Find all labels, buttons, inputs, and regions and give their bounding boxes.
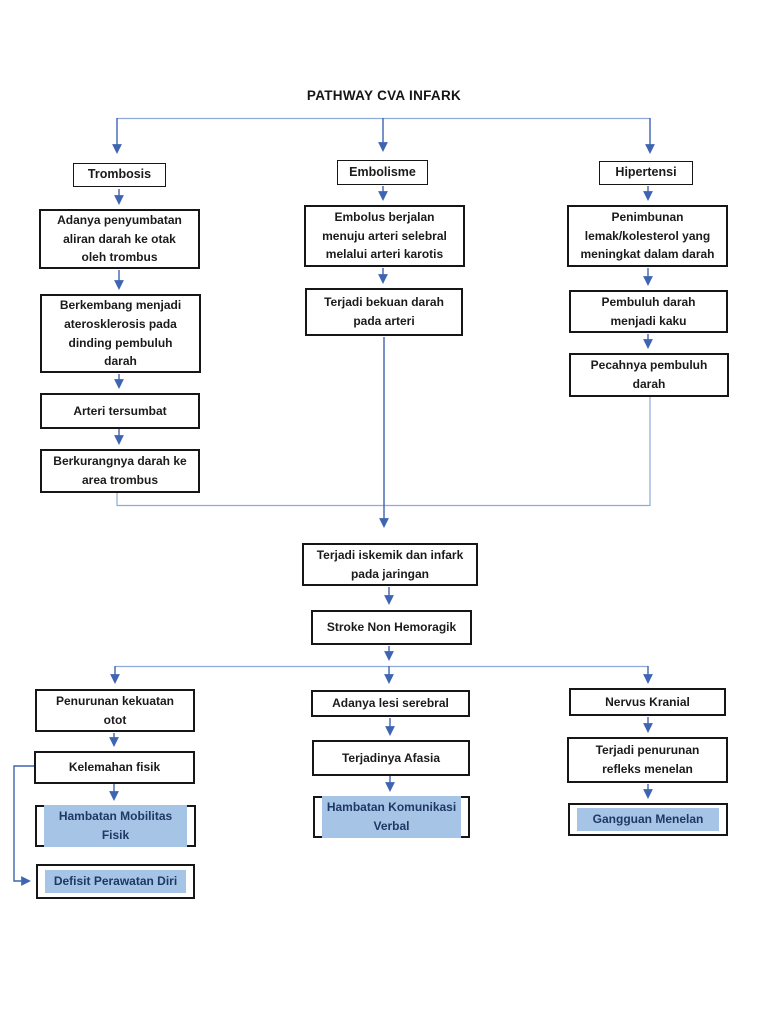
node-gangguan-menelan: Gangguan Menelan — [568, 803, 728, 836]
node-penurunan-kekuatan: Penurunan kekuatan otot — [35, 689, 195, 732]
node-adanya-penyumbatan: Adanya penyumbatan aliran darah ke otak … — [39, 209, 200, 269]
kelemahan-to-defisit-connector — [13, 765, 34, 886]
node-adanya-lesi: Adanya lesi serebral — [311, 690, 470, 717]
diagnosis-highlight: Gangguan Menelan — [577, 808, 719, 831]
node-trombosis-header: Trombosis — [73, 163, 166, 187]
diagnosis-highlight: Defisit Perawatan Diri — [45, 870, 186, 893]
flow-arrows — [13, 118, 655, 886]
node-terjadinya-afasia: Terjadinya Afasia — [312, 740, 470, 776]
node-hipertensi-header: Hipertensi — [599, 161, 693, 185]
node-penimbunan-lemak: Penimbunan lemak/kolesterol yang meningk… — [567, 205, 728, 267]
node-nervus-kranial: Nervus Kranial — [569, 688, 726, 716]
diagnosis-highlight: Hambatan Komunikasi Verbal — [322, 796, 461, 838]
node-stroke-non-hemoragik: Stroke Non Hemoragik — [311, 610, 472, 645]
node-terjadi-bekuan: Terjadi bekuan darah pada arteri — [305, 288, 463, 336]
node-embolisme-header: Embolisme — [337, 160, 428, 185]
node-hambatan-mobilitas: Hambatan Mobilitas Fisik — [35, 805, 196, 847]
node-kelemahan-fisik: Kelemahan fisik — [34, 751, 195, 784]
page-title: PATHWAY CVA INFARK — [306, 88, 462, 103]
diagnosis-highlight: Hambatan Mobilitas Fisik — [44, 805, 187, 847]
node-berkurangnya-darah: Berkurangnya darah ke area trombus — [40, 449, 200, 493]
node-defisit-perawatan: Defisit Perawatan Diri — [36, 864, 195, 899]
node-arteri-tersumbat: Arteri tersumbat — [40, 393, 200, 429]
node-terjadi-iskemik: Terjadi iskemik dan infark pada jaringan — [302, 543, 478, 586]
node-pembuluh-kaku: Pembuluh darah menjadi kaku — [569, 290, 728, 333]
node-embolus-berjalan: Embolus berjalan menuju arteri selebral … — [304, 205, 465, 267]
node-pecahnya-pembuluh: Pecahnya pembuluh darah — [569, 353, 729, 397]
node-terjadi-penurunan-refleks: Terjadi penurunan refleks menelan — [567, 737, 728, 783]
node-hambatan-komunikasi: Hambatan Komunikasi Verbal — [313, 796, 470, 838]
node-berkembang-aterosklerosis: Berkembang menjadi aterosklerosis pada d… — [40, 294, 201, 373]
